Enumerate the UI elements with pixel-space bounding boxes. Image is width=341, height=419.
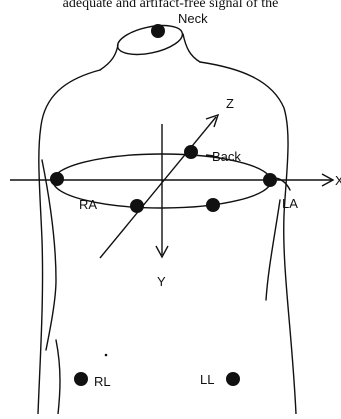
label-z-axis: Z [226,96,234,111]
torso-outline [38,20,296,414]
right-arm-line [266,200,280,300]
neck-right-line [183,34,200,62]
label-y-axis: Y [157,274,166,289]
neck-left-line [100,45,118,70]
electrode-ll [226,372,240,386]
electrode-la [263,173,277,187]
electrode-back [184,145,198,159]
neck-collar [115,20,185,59]
right-side-contour [200,62,296,414]
label-la: LA [282,196,298,211]
label-rl: RL [94,374,111,389]
label-neck: Neck [178,11,208,26]
label-ll: LL [200,372,214,387]
z-axis-line [100,117,216,258]
caption-text: adequate and artifact-free signal of the [0,0,341,12]
electrode-ra-front [130,199,144,213]
electrode-rl [74,372,88,386]
left-side-contour [38,70,100,414]
axes [10,115,333,258]
left-hip-line [56,340,60,414]
label-back: Back [212,149,241,164]
left-arm-line [42,160,56,350]
electrode-neck [151,24,165,38]
label-ra: RA [79,197,97,212]
label-x-axis: X [335,173,341,188]
navel-mark [105,354,108,357]
electrode-front-left [206,198,220,212]
electrode-ra-side [50,172,64,186]
